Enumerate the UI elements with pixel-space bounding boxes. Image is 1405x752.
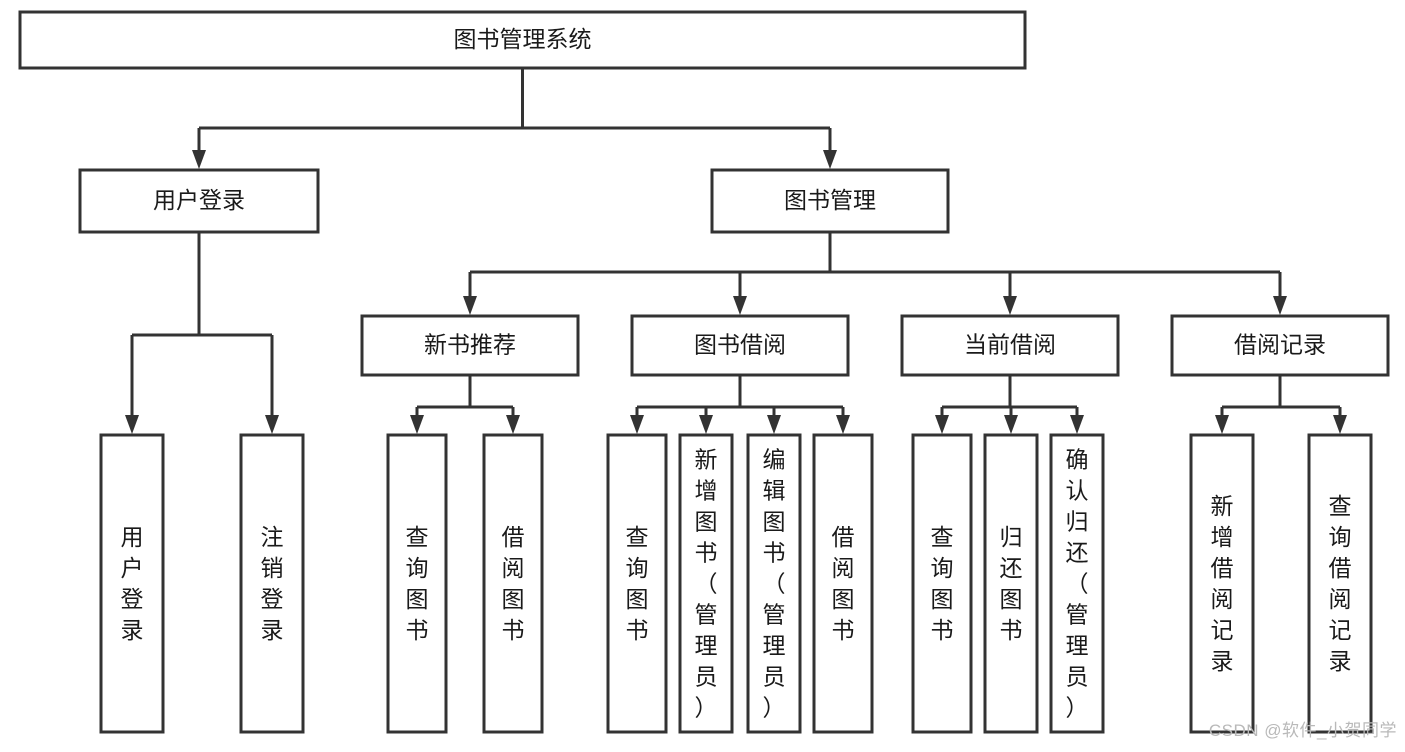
node-label: 当前借阅 — [964, 332, 1056, 358]
node-box — [678, 433, 734, 734]
node-leaf-edit-book[interactable]: 编辑图书（管理员） — [746, 433, 802, 734]
node-box — [99, 433, 165, 734]
node-leaf-user-login[interactable]: 用户登录 — [99, 433, 165, 734]
node-leaf-query-book-3[interactable]: 查询图书 — [911, 433, 973, 734]
node-box — [812, 433, 874, 734]
node-box — [386, 433, 448, 734]
node-box — [911, 433, 973, 734]
node-leaf-logout[interactable]: 注销登录 — [239, 433, 305, 734]
node-current-borrow[interactable]: 当前借阅 — [900, 314, 1120, 377]
node-label: 图书借阅 — [694, 332, 786, 358]
node-label: 借阅记录 — [1234, 332, 1326, 358]
node-label: 新书推荐 — [424, 332, 516, 358]
node-label: 查询图书 — [931, 524, 954, 643]
node-root[interactable]: 图书管理系统 — [18, 10, 1027, 70]
node-label: 借阅图书 — [832, 524, 855, 643]
node-label: 用户登录 — [121, 524, 144, 643]
node-leaf-add-book[interactable]: 新增图书（管理员） — [678, 433, 734, 734]
node-box — [1049, 433, 1105, 734]
node-label: 查询图书 — [406, 524, 429, 643]
node-box — [239, 433, 305, 734]
node-leaf-query-book-1[interactable]: 查询图书 — [386, 433, 448, 734]
node-label: 用户登录 — [153, 187, 245, 213]
node-leaf-query-record[interactable]: 查询借阅记录 — [1307, 433, 1373, 734]
node-label: 新增借阅记录 — [1211, 493, 1234, 674]
node-box — [983, 433, 1039, 734]
node-label: 图书管理 — [784, 187, 876, 213]
node-label: 新增图书（管理员） — [695, 447, 718, 721]
nodes-layer: 图书管理系统用户登录图书管理新书推荐图书借阅当前借阅借阅记录用户登录注销登录查询… — [18, 10, 1390, 734]
node-box — [606, 433, 668, 734]
node-box — [482, 433, 544, 734]
node-label: 归还图书 — [1000, 524, 1023, 643]
node-label: 图书管理系统 — [454, 26, 592, 52]
node-label: 借阅图书 — [502, 524, 525, 643]
node-leaf-return-book[interactable]: 归还图书 — [983, 433, 1039, 734]
node-box — [360, 314, 580, 377]
node-book-borrow[interactable]: 图书借阅 — [630, 314, 850, 377]
node-leaf-add-record[interactable]: 新增借阅记录 — [1189, 433, 1255, 734]
node-borrow-record[interactable]: 借阅记录 — [1170, 314, 1390, 377]
node-leaf-confirm-return[interactable]: 确认归还（管理员） — [1049, 433, 1105, 734]
node-box — [1307, 433, 1373, 734]
node-box — [900, 314, 1120, 377]
csdn-watermark: CSDN @软件_小贺同学 — [1208, 721, 1397, 740]
node-box — [630, 314, 850, 377]
edges-layer — [125, 68, 1347, 434]
node-box — [1189, 433, 1255, 734]
node-book-manage[interactable]: 图书管理 — [710, 168, 950, 234]
node-label: 编辑图书（管理员） — [763, 447, 786, 721]
node-leaf-borrow-book-2[interactable]: 借阅图书 — [812, 433, 874, 734]
node-box — [18, 10, 1027, 70]
node-label: 确认归还（管理员） — [1066, 447, 1089, 721]
node-box — [1170, 314, 1390, 377]
node-label: 查询图书 — [626, 524, 649, 643]
node-new-book-rec[interactable]: 新书推荐 — [360, 314, 580, 377]
node-user-login[interactable]: 用户登录 — [78, 168, 320, 234]
node-box — [746, 433, 802, 734]
node-label: 查询借阅记录 — [1329, 493, 1352, 674]
node-box — [78, 168, 320, 234]
node-leaf-query-book-2[interactable]: 查询图书 — [606, 433, 668, 734]
node-label: 注销登录 — [261, 524, 284, 643]
node-leaf-borrow-book-1[interactable]: 借阅图书 — [482, 433, 544, 734]
node-box — [710, 168, 950, 234]
